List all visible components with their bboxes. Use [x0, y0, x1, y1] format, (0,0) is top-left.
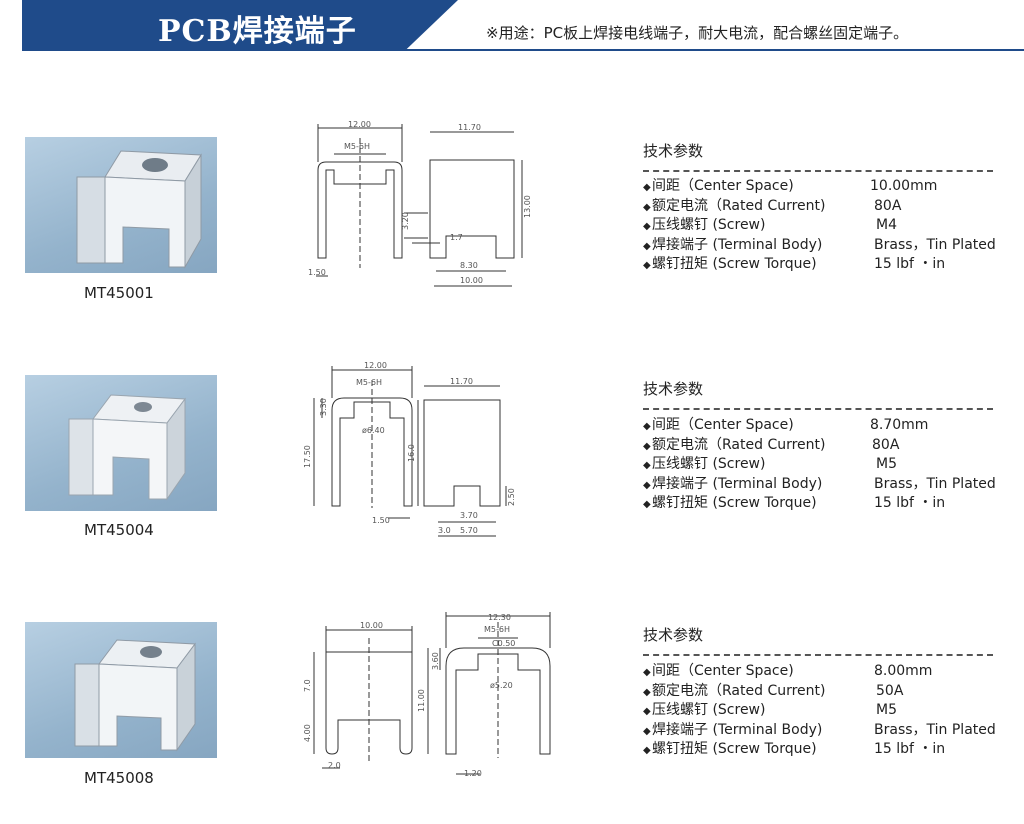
spec-label: 压线螺钉 (Screw)	[652, 702, 766, 718]
diamond-bullet-icon: ◆	[643, 745, 651, 756]
dim-label: 5.70	[460, 526, 478, 535]
spec-value: Brass，Tin Plated	[874, 475, 996, 492]
technical-drawing: 12.00 M5-6H 3.20 1.7 1.50 11.70 13.00 8.…	[308, 120, 532, 287]
spec-label: 间距（Center Space)	[652, 663, 794, 679]
spec-label: 螺钉扭矩 (Screw Torque)	[652, 495, 817, 511]
dim-label: 13.00	[523, 195, 532, 218]
dim-label: ø6.40	[362, 426, 385, 435]
spec-label: 额定电流（Rated Current)	[652, 682, 826, 699]
dim-label: M5-6H	[484, 625, 510, 634]
spec-value: 15 lbf ・in	[874, 256, 946, 272]
spec-value: Brass，Tin Plated	[874, 721, 996, 738]
spec-value: 15 lbf ・in	[874, 741, 946, 757]
dim-label: 16.0	[407, 444, 416, 462]
spec-divider	[643, 408, 993, 410]
header-divider	[22, 49, 1024, 51]
model-number: MT45008	[84, 769, 154, 787]
spec-label: 焊接端子 (Terminal Body)	[652, 721, 823, 738]
usage-note: ※用途：PC板上焊接电线端子，耐大电流，配合螺丝固定端子。	[486, 24, 909, 42]
diamond-bullet-icon: ◆	[643, 725, 651, 737]
spec-value: M4	[876, 217, 897, 233]
spec-label: 焊接端子 (Terminal Body)	[652, 236, 823, 253]
technical-drawing: 12.00 M5-6H 3.30 ø6.40 17.50 1.50 11.70 …	[303, 361, 516, 537]
dim-label: 3.0	[438, 526, 451, 535]
dim-label: 2.0	[328, 761, 341, 770]
dim-label: 10.00	[360, 621, 383, 630]
diamond-bullet-icon: ◆	[643, 440, 651, 452]
dim-label: 11.70	[450, 377, 473, 386]
dim-label: 12.00	[364, 361, 387, 370]
spec-value: 15 lbf ・in	[874, 495, 946, 511]
diamond-bullet-icon: ◆	[643, 201, 651, 213]
dim-label: 12.00	[348, 120, 371, 129]
dim-label: 3.70	[460, 511, 478, 520]
spec-label: 螺钉扭矩 (Screw Torque)	[652, 741, 817, 757]
spec-title: 技术参数	[643, 380, 704, 398]
dim-label: 3.30	[319, 398, 328, 416]
header-band	[22, 0, 458, 50]
dim-label: M5-6H	[356, 378, 382, 387]
spec-value: Brass，Tin Plated	[874, 236, 996, 253]
diamond-bullet-icon: ◆	[643, 479, 651, 491]
diamond-bullet-icon: ◆	[643, 706, 651, 717]
spec-label: 螺钉扭矩 (Screw Torque)	[652, 256, 817, 272]
dim-label: 8.30	[460, 261, 478, 270]
technical-drawing: 10.00 7.0 4.00 2.0 12.30 M5-6H C0.50 3.6…	[303, 612, 551, 778]
dim-label: C0.50	[492, 639, 515, 648]
spec-label: 额定电流（Rated Current)	[652, 436, 826, 453]
product-card: MT45001 12.00 M5-6H 3.20 1.7 1.50 11.70	[0, 0, 1024, 302]
spec-label: 压线螺钉 (Screw)	[652, 217, 766, 233]
dim-label: 10.00	[460, 276, 483, 285]
spec-value: 80A	[872, 436, 900, 453]
dim-label: 2.50	[507, 488, 516, 506]
dim-label: 4.00	[303, 724, 312, 742]
diamond-bullet-icon: ◆	[643, 460, 651, 471]
product-card: MT45004 12.00 M5-6H 3.30 ø6.40 17.50 1.5…	[0, 0, 1024, 539]
spec-value: 8.00mm	[874, 663, 933, 679]
spec-title: 技术参数	[643, 626, 704, 644]
product-card: MT45008 10.00 7.0 4.00 2.0 12.30	[0, 0, 1024, 787]
dim-label: 11.70	[458, 123, 481, 132]
diamond-bullet-icon: ◆	[643, 182, 651, 193]
dim-label: 3.60	[431, 652, 440, 670]
spec-value: M5	[876, 702, 897, 718]
spec-label: 额定电流（Rated Current)	[652, 197, 826, 214]
dim-label: 1.50	[308, 268, 326, 277]
spec-value: M5	[876, 456, 897, 472]
spec-label: 焊接端子 (Terminal Body)	[652, 475, 823, 492]
spec-label: 间距（Center Space)	[652, 417, 794, 433]
spec-label: 压线螺钉 (Screw)	[652, 456, 766, 472]
model-number: MT45004	[84, 521, 154, 539]
dim-label: 1.7	[450, 233, 463, 242]
dim-label: 7.0	[303, 679, 312, 692]
dim-label: ø5.20	[490, 681, 513, 690]
dim-label: 1.50	[372, 516, 390, 525]
product-photo	[25, 375, 217, 511]
diamond-bullet-icon: ◆	[643, 221, 651, 232]
dim-label: 17.50	[303, 445, 312, 468]
product-photo	[25, 137, 217, 273]
page-title: PCB焊接端子	[158, 14, 357, 49]
diamond-bullet-icon: ◆	[643, 421, 651, 432]
diamond-bullet-icon: ◆	[643, 260, 651, 271]
diamond-bullet-icon: ◆	[643, 240, 651, 252]
dim-label: 11.00	[417, 689, 426, 712]
diamond-bullet-icon: ◆	[643, 667, 651, 678]
dim-label: 12.30	[488, 613, 511, 622]
spec-title: 技术参数	[643, 142, 704, 160]
spec-divider	[643, 170, 993, 172]
spec-value: 10.00mm	[870, 178, 938, 194]
model-number: MT45001	[84, 284, 154, 302]
product-photo	[25, 622, 217, 758]
spec-value: 80A	[874, 197, 902, 214]
spec-value: 50A	[876, 682, 904, 699]
spec-label: 间距（Center Space)	[652, 178, 794, 194]
diamond-bullet-icon: ◆	[643, 686, 651, 698]
spec-divider	[643, 654, 993, 656]
dim-label: 1.20	[464, 769, 482, 778]
dim-label: M5-6H	[344, 142, 370, 151]
spec-value: 8.70mm	[870, 417, 929, 433]
diamond-bullet-icon: ◆	[643, 499, 651, 510]
dim-label: 3.20	[401, 212, 410, 230]
